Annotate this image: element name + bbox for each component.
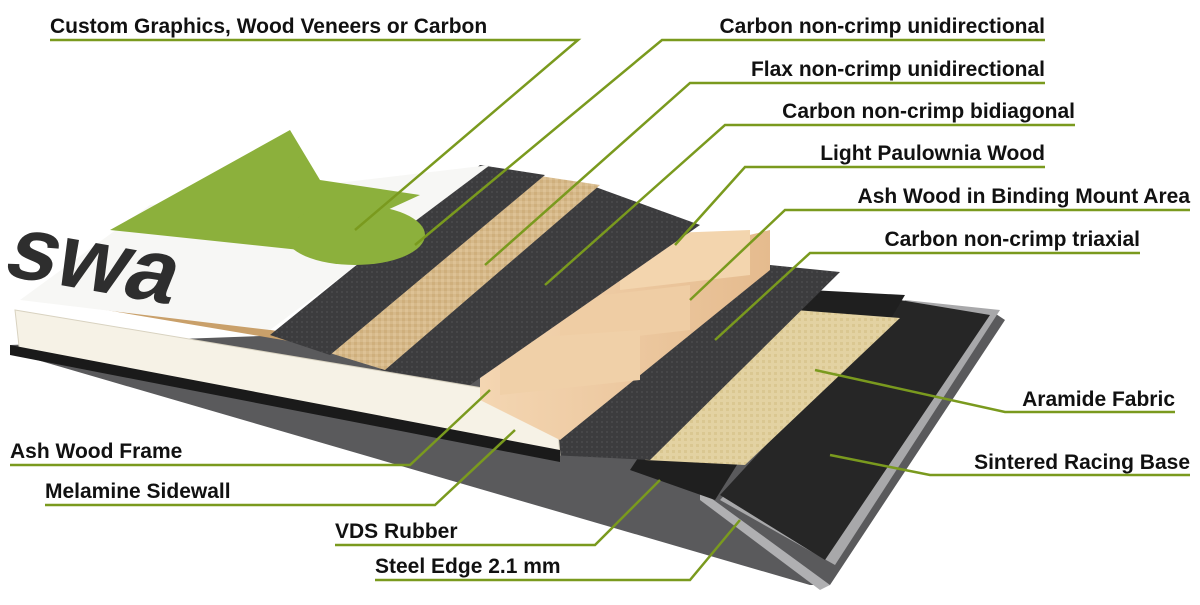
graphic-green-swoosh bbox=[285, 205, 425, 265]
label-sintered-base: Sintered Racing Base bbox=[974, 451, 1190, 475]
label-paulownia: Light Paulownia Wood bbox=[820, 142, 1045, 166]
label-carbon-triaxial: Carbon non-crimp triaxial bbox=[884, 228, 1140, 252]
label-ash-frame: Ash Wood Frame bbox=[10, 440, 182, 464]
label-ash-binding: Ash Wood in Binding Mount Area bbox=[858, 185, 1190, 209]
label-melamine: Melamine Sidewall bbox=[45, 480, 231, 504]
label-steel-edge: Steel Edge 2.1 mm bbox=[375, 555, 561, 579]
label-carbon-bidiagonal: Carbon non-crimp bidiagonal bbox=[782, 100, 1075, 124]
label-carbon-unidirectional: Carbon non-crimp unidirectional bbox=[719, 15, 1045, 39]
label-aramide: Aramide Fabric bbox=[1022, 388, 1175, 412]
label-vds-rubber: VDS Rubber bbox=[335, 520, 458, 544]
label-custom-graphics: Custom Graphics, Wood Veneers or Carbon bbox=[50, 15, 487, 39]
label-flax-unidirectional: Flax non-crimp unidirectional bbox=[751, 58, 1045, 82]
